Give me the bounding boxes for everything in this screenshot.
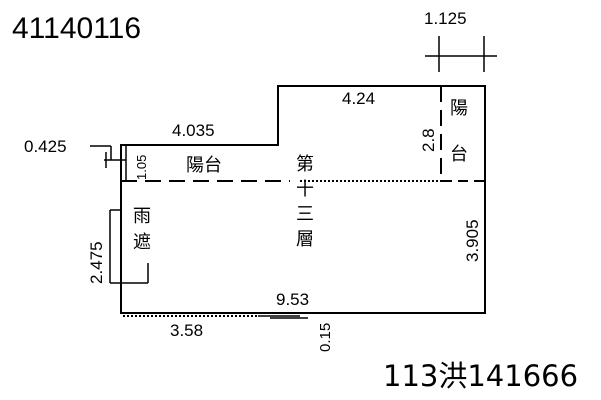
canopy-label-1: 雨 bbox=[133, 206, 151, 227]
floor-label-2: 十 bbox=[296, 179, 314, 200]
dim-canopy-height: 2.475 bbox=[87, 241, 106, 284]
balcony-left-label: 陽台 bbox=[186, 155, 222, 176]
dim-left-offset: 0.425 bbox=[24, 137, 67, 156]
dim-bottom-segment: 3.58 bbox=[170, 321, 203, 340]
balcony-right-label-2: 台 bbox=[450, 144, 468, 165]
dim-right-height: 3.905 bbox=[463, 219, 482, 262]
canopy-label-2: 遮 bbox=[133, 232, 151, 253]
floor-label-1: 第 bbox=[296, 154, 314, 175]
dim-top-offset: 1.125 bbox=[424, 9, 467, 28]
drawing-id-top: 41140116 bbox=[12, 12, 141, 45]
floor-label-4: 層 bbox=[296, 229, 314, 250]
balcony-right-label-1: 陽 bbox=[450, 98, 468, 119]
floor-label-3: 三 bbox=[296, 204, 314, 225]
dim-right-balcony-depth: 2.8 bbox=[419, 128, 438, 152]
drawing-id-bottom: 113洪141666 bbox=[383, 359, 578, 393]
dim-total-width: 9.53 bbox=[276, 290, 309, 309]
building-outline bbox=[120, 85, 486, 314]
dim-main-width-top: 4.24 bbox=[342, 89, 375, 108]
dim-left-balcony-depth: 1.05 bbox=[134, 155, 149, 180]
dim-bottom-offset: 0.15 bbox=[317, 323, 334, 352]
dim-left-balcony-width: 4.035 bbox=[172, 121, 215, 140]
